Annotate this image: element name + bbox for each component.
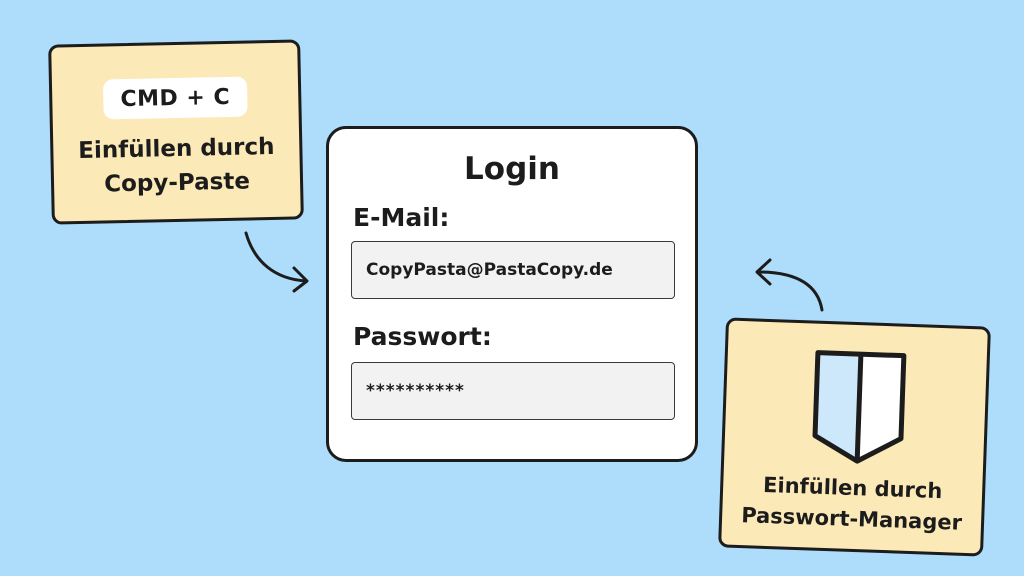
email-field[interactable]	[351, 241, 675, 299]
copy-paste-caption: Einfüllen durch Copy-Paste	[53, 129, 300, 202]
password-manager-caption: Einfüllen durch Passwort-Manager	[722, 468, 983, 539]
arrow-from-manager-icon	[755, 258, 824, 312]
copy-paste-caption-line1: Einfüllen durch	[77, 133, 275, 165]
copy-paste-caption-line2: Copy-Paste	[103, 168, 251, 198]
password-manager-note: Einfüllen durch Passwort-Manager	[718, 317, 991, 557]
password-field[interactable]	[351, 362, 675, 420]
password-label: Passwort:	[353, 322, 492, 351]
login-form: Login E-Mail: Passwort:	[326, 126, 698, 462]
shortcut-chip: CMD + C	[103, 76, 248, 120]
email-label: E-Mail:	[353, 203, 450, 232]
login-title: Login	[464, 151, 560, 187]
shield-icon	[808, 347, 910, 470]
arrow-to-login-icon	[244, 231, 309, 293]
copy-paste-note: CMD + C Einfüllen durch Copy-Paste	[48, 39, 304, 225]
